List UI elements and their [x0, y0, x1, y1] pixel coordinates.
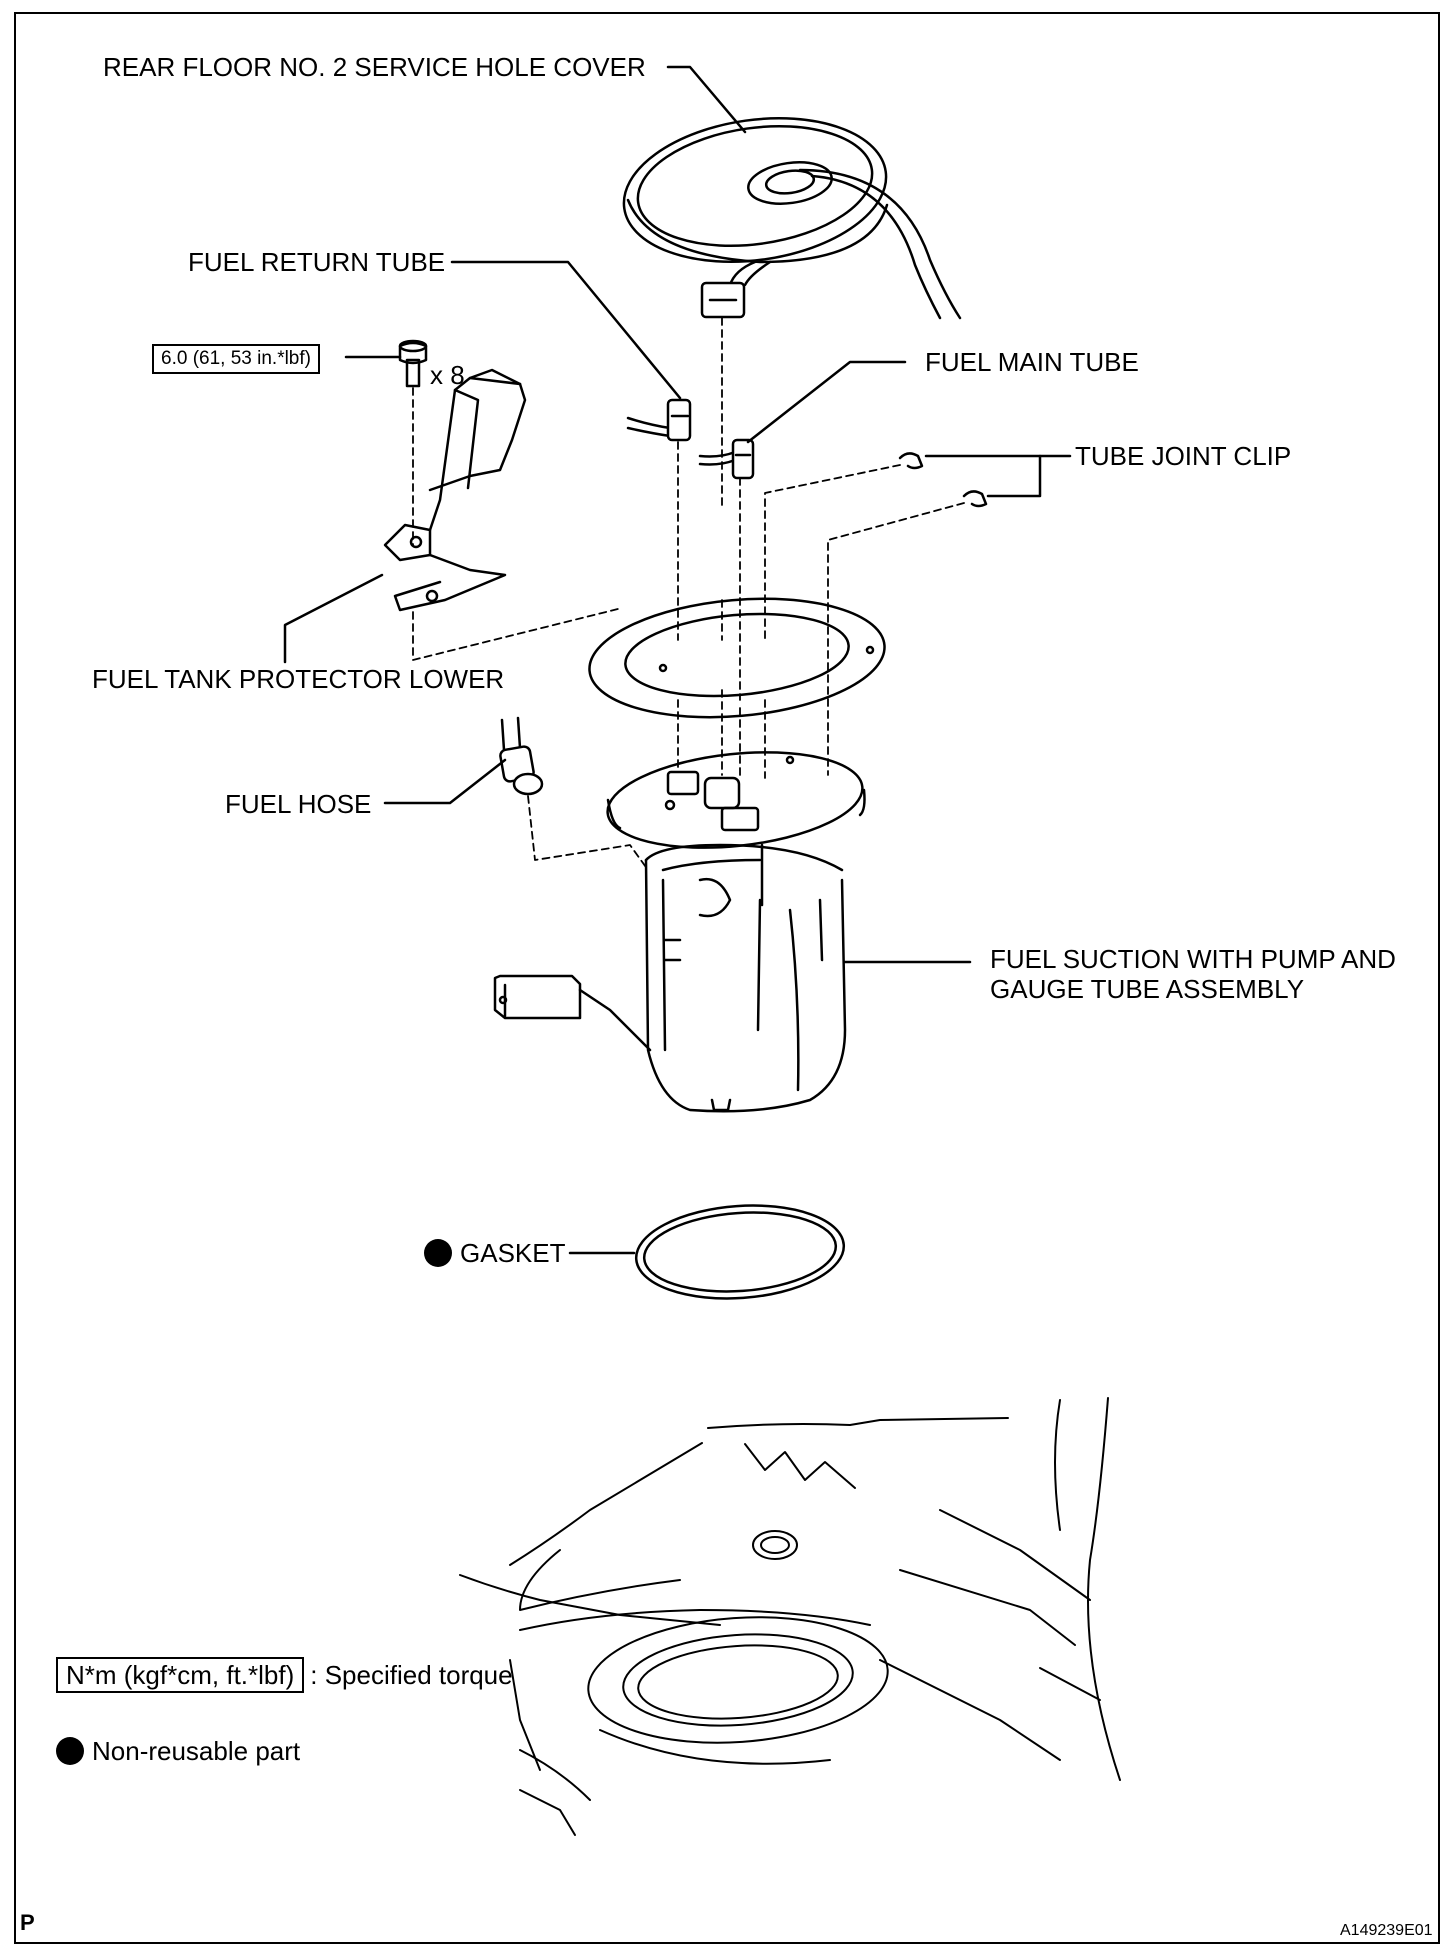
- legend-torque-desc: : Specified torque: [310, 1660, 513, 1690]
- label-fuel-tank-protector-lower: FUEL TANK PROTECTOR LOWER: [92, 664, 505, 694]
- alignment-lines: [412, 317, 965, 871]
- figure-code: A149239E01: [1340, 1922, 1433, 1939]
- tube-joint-clips: [898, 452, 988, 508]
- label-fuel-suction-assembly: FUEL SUCTION WITH PUMP AND GAUGE TUBE AS…: [990, 944, 1396, 1004]
- label-fuel-suction-line1: FUEL SUCTION WITH PUMP AND: [990, 944, 1396, 974]
- retainer-ring: [588, 597, 886, 719]
- fuel-hose: [499, 716, 544, 796]
- fuel-tank-protector: [383, 368, 527, 612]
- pump-body: [644, 843, 847, 1113]
- fuel-sender-gauge: [493, 974, 652, 1052]
- corner-mark: P: [20, 1910, 35, 1935]
- pump-top-plate: [606, 751, 866, 849]
- label-gasket: GASKET: [424, 1238, 565, 1268]
- cover-connector: [700, 281, 746, 319]
- label-tube-joint-clip: TUBE JOINT CLIP: [1075, 441, 1292, 471]
- diagram-frame: [14, 12, 1440, 1944]
- gasket-ring: [634, 1204, 846, 1300]
- label-fuel-return-tube: FUEL RETURN TUBE: [188, 247, 446, 277]
- service-hole-cover: [622, 117, 962, 320]
- non-reusable-dot-icon: [424, 1239, 452, 1267]
- vehicle-floor: [459, 1397, 1121, 1836]
- legend-non-reusable: Non-reusable part: [56, 1736, 300, 1766]
- label-rear-floor-cover: REAR FLOOR NO. 2 SERVICE HOLE COVER: [103, 52, 646, 82]
- label-fuel-hose: FUEL HOSE: [225, 789, 372, 819]
- label-gasket-text: GASKET: [460, 1238, 566, 1268]
- legend-torque-box: N*m (kgf*cm, ft.*lbf): [56, 1657, 305, 1693]
- fuel-return-tube: [626, 398, 692, 442]
- legend-non-reusable-text: Non-reusable part: [92, 1736, 301, 1766]
- label-bolt-quantity: x 8: [430, 360, 465, 390]
- non-reusable-dot-icon: [56, 1737, 84, 1765]
- bolt: [398, 339, 428, 388]
- fuel-main-tube: [698, 438, 755, 480]
- torque-spec-box: 6.0 (61, 53 in.*lbf): [152, 344, 320, 374]
- legend-torque: N*m (kgf*cm, ft.*lbf): Specified torque: [56, 1657, 513, 1693]
- label-fuel-suction-line2: GAUGE TUBE ASSEMBLY: [990, 974, 1305, 1004]
- label-fuel-main-tube: FUEL MAIN TUBE: [925, 347, 1139, 377]
